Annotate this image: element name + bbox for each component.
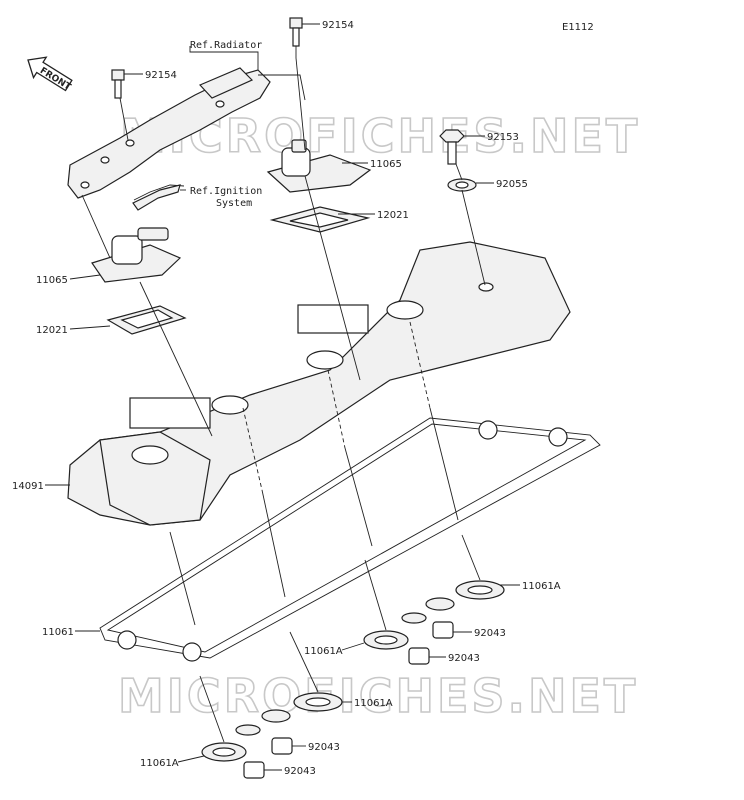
gasket-11061	[99, 417, 601, 662]
label-12021-right: 12021	[377, 210, 409, 221]
gasket-12021-left	[106, 305, 187, 335]
leader-lines	[45, 23, 520, 771]
front-arrow-icon: FRONT	[27, 56, 73, 93]
radiator-bracket	[67, 67, 271, 211]
assembly-lines	[81, 57, 486, 743]
gasket-12021-right	[269, 206, 371, 233]
label-11061: 11061	[42, 627, 74, 638]
ref-radiator-label: Ref.Radiator	[190, 40, 262, 51]
label-92153: 92153	[487, 132, 519, 143]
cap-11065-left	[91, 227, 182, 283]
label-11061A-mid: 11061A	[304, 646, 343, 657]
cover-14091	[67, 241, 571, 526]
bolt-92154-top	[289, 17, 303, 58]
label-11061A-right: 11061A	[522, 581, 561, 592]
label-92154-top: 92154	[322, 20, 354, 31]
dowel-92043-c	[271, 737, 293, 755]
label-14091: 14091	[12, 481, 44, 492]
seal-11061A-bottom	[201, 742, 247, 762]
label-12021-left: 12021	[36, 325, 68, 336]
seal-11061A-mid	[363, 630, 409, 650]
bolt-92154-left	[111, 69, 125, 99]
watermark-bottom: MICROFICHES.NET	[118, 669, 638, 723]
diagram-code: E1112	[562, 22, 594, 33]
label-92055: 92055	[496, 179, 528, 190]
label-92154-left: 92154	[145, 70, 177, 81]
label-11065-right: 11065	[370, 159, 402, 170]
label-11065-left: 11065	[36, 275, 68, 286]
grommet-92055	[447, 178, 477, 192]
dowel-92043-a	[432, 621, 454, 639]
ref-ignition-label-line2: System	[216, 198, 252, 209]
cap-11065-right	[266, 139, 372, 193]
ref-ignition-label-line1: Ref.Ignition	[190, 186, 262, 197]
hidden-lines	[242, 321, 431, 491]
label-11061A-bottom: 11061A	[140, 758, 179, 769]
seal-11061A-right	[401, 580, 505, 624]
seal-11061A-low	[235, 692, 343, 736]
label-92043-a: 92043	[474, 628, 506, 639]
dowel-92043-b	[408, 647, 430, 665]
dowel-92043-d	[243, 761, 265, 779]
label-92043-c: 92043	[308, 742, 340, 753]
label-92043-d: 92043	[284, 766, 316, 777]
label-11061A-low: 11061A	[354, 698, 393, 709]
label-92043-b: 92043	[448, 653, 480, 664]
